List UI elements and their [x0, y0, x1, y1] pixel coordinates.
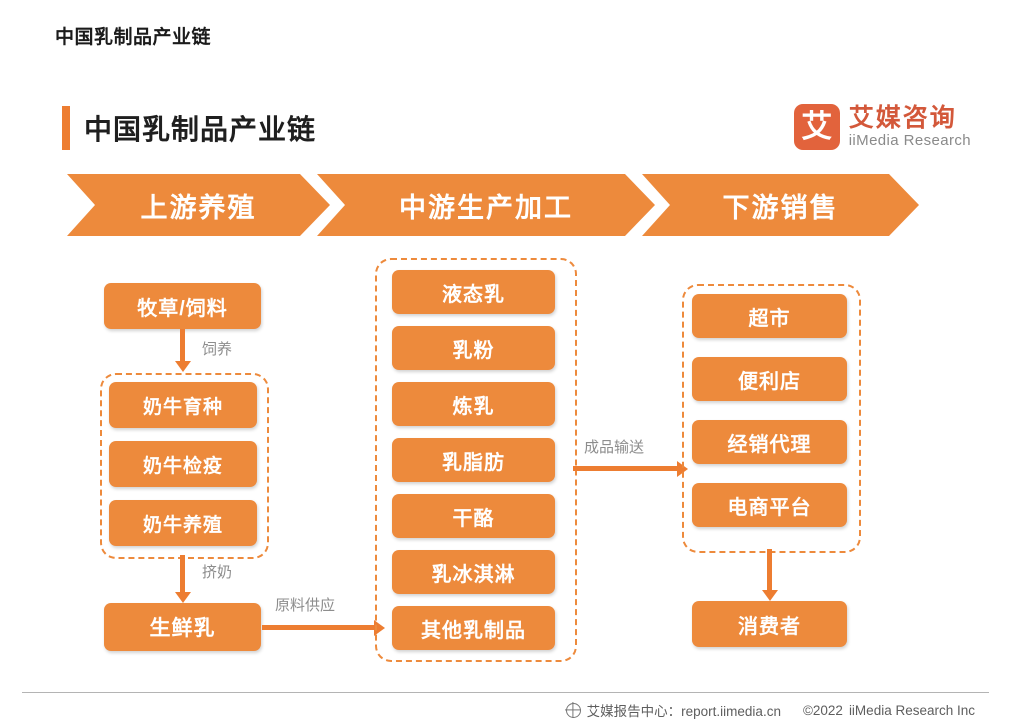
arrow-feed-to-cattle: [180, 329, 185, 362]
node-cattle-quarantine: 奶牛检疫: [109, 441, 257, 487]
node-feed: 牧草/饲料: [104, 283, 261, 329]
logo-mark-icon: 艾: [793, 104, 840, 150]
node-milk-fat: 乳脂肪: [392, 438, 555, 482]
logo: 艾 艾媒咨询 iiMedia Research: [793, 104, 971, 150]
chart-title: 中国乳制品产业链: [84, 114, 317, 145]
node-consumer: 消费者: [692, 601, 847, 647]
edge-label-feeding: 饲养: [202, 341, 233, 358]
footer-company: iiMedia Research Inc: [848, 702, 975, 718]
logo-name-cn: 艾媒咨询: [848, 104, 957, 132]
page-title: 中国乳制品产业链: [55, 27, 212, 48]
arrow-channels-to-consumer: [767, 549, 772, 591]
logo-name-en: iiMedia Research: [848, 132, 971, 150]
node-ecommerce-platform: 电商平台: [692, 483, 847, 527]
footer-report-center: 艾媒报告中心：report.iimedia.cn: [586, 704, 781, 719]
stage-banner-upstream: 上游养殖: [67, 174, 330, 236]
node-distributor: 经销代理: [692, 420, 847, 464]
logo-text: 艾媒咨询 iiMedia Research: [849, 105, 971, 149]
node-condensed-milk: 炼乳: [392, 382, 555, 426]
node-raw-milk: 生鲜乳: [104, 603, 261, 651]
arrow-cattle-to-raw-milk: [180, 555, 185, 593]
stage-banner-downstream: 下游销售: [642, 174, 919, 236]
footer-divider: [22, 692, 989, 693]
globe-icon: [565, 702, 581, 718]
chart-card: 中国乳制品产业链 艾 艾媒咨询 iiMedia Research 上游养殖 中游…: [22, 88, 989, 719]
title-accent-bar: [62, 106, 70, 150]
node-cattle-farming: 奶牛养殖: [109, 500, 257, 546]
node-milk-powder: 乳粉: [392, 326, 555, 370]
edge-label-raw-supply: 原料供应: [275, 597, 336, 614]
arrow-raw-milk-to-midstream: [262, 625, 375, 630]
node-supermarket: 超市: [692, 294, 847, 338]
node-ice-cream: 乳冰淇淋: [392, 550, 555, 594]
midstream-group: [375, 258, 577, 662]
footer: 艾媒报告中心：report.iimedia.cn ©2022 iiMedia R…: [565, 700, 975, 720]
arrow-midstream-to-downstream: [573, 466, 678, 471]
edge-label-finished-delivery: 成品输送: [584, 439, 645, 456]
node-cheese: 干酪: [392, 494, 555, 538]
node-other-dairy: 其他乳制品: [392, 606, 555, 650]
node-convenience-store: 便利店: [692, 357, 847, 401]
stage-banner-midstream: 中游生产加工: [317, 174, 655, 236]
node-cattle-breeding: 奶牛育种: [109, 382, 257, 428]
edge-label-milking: 挤奶: [202, 564, 233, 581]
node-liquid-milk: 液态乳: [392, 270, 555, 314]
footer-copyright: ©2022: [802, 702, 843, 718]
